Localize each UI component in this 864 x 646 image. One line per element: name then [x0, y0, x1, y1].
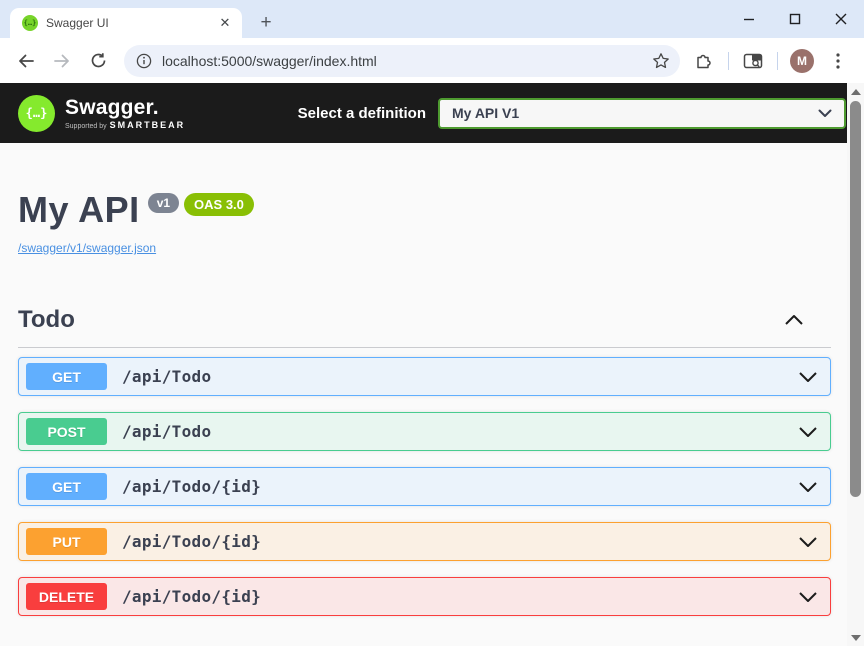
back-button[interactable]	[10, 45, 42, 77]
swagger-favicon-icon: {…}	[22, 15, 38, 31]
endpoint-row[interactable]: GET /api/Todo	[18, 357, 831, 396]
section-collapse-chevron-up-icon[interactable]	[779, 305, 809, 335]
extensions-icon[interactable]	[688, 45, 720, 77]
url-text[interactable]: localhost:5000/swagger/index.html	[162, 52, 377, 69]
select-definition-label: Select a definition	[297, 104, 426, 122]
expand-chevron-down-icon[interactable]	[798, 536, 818, 548]
operations-list: GET /api/Todo POST /api/Todo GET /api/To…	[18, 357, 831, 616]
expand-chevron-down-icon[interactable]	[798, 481, 818, 493]
endpoint-path: /api/Todo/{id}	[122, 587, 262, 606]
new-tab-button[interactable]: +	[260, 12, 272, 33]
definition-select[interactable]: My API V1	[438, 97, 846, 129]
browser-menu-icon[interactable]	[822, 45, 854, 77]
swagger-logo-icon: {…}	[18, 94, 55, 132]
search-tabs-icon[interactable]	[737, 45, 769, 77]
toolbar-separator	[728, 51, 729, 70]
browser-tab-active[interactable]: {…} Swagger UI ✕	[10, 8, 242, 38]
profile-avatar[interactable]: M	[790, 48, 814, 73]
site-info-icon[interactable]	[136, 53, 152, 69]
window-minimize-button[interactable]	[726, 0, 772, 38]
endpoint-path: /api/Todo/{id}	[122, 532, 262, 551]
endpoint-path: /api/Todo	[122, 367, 212, 386]
endpoint-row[interactable]: PUT /api/Todo/{id}	[18, 522, 831, 561]
tab-close-icon[interactable]: ✕	[219, 15, 231, 30]
section-title: Todo	[18, 306, 75, 333]
page-scrollbar[interactable]	[847, 83, 864, 646]
expand-chevron-down-icon[interactable]	[798, 371, 818, 383]
scrollbar-up-arrow[interactable]	[851, 89, 861, 95]
select-chevron-down-icon	[818, 109, 832, 117]
endpoint-path: /api/Todo/{id}	[122, 477, 262, 496]
endpoint-path: /api/Todo	[122, 422, 212, 441]
endpoint-row[interactable]: GET /api/Todo/{id}	[18, 467, 831, 506]
smartbear-label: SMARTBEAR	[109, 119, 186, 130]
address-bar[interactable]: localhost:5000/swagger/index.html	[124, 44, 680, 77]
oas-badge: OAS 3.0	[184, 193, 254, 216]
tab-title: Swagger UI	[46, 16, 109, 30]
definition-selected-value: My API V1	[452, 105, 520, 121]
browser-tab-strip: {…} Swagger UI ✕ +	[0, 0, 864, 38]
method-badge: GET	[26, 363, 107, 390]
endpoint-row[interactable]: DELETE /api/Todo/{id}	[18, 577, 831, 616]
method-badge: POST	[26, 418, 107, 445]
endpoint-row[interactable]: POST /api/Todo	[18, 412, 831, 451]
forward-button[interactable]	[46, 45, 78, 77]
method-badge: DELETE	[26, 583, 107, 610]
expand-chevron-down-icon[interactable]	[798, 426, 818, 438]
version-badge: v1	[147, 193, 180, 213]
section-header-todo[interactable]: Todo	[18, 305, 831, 348]
expand-chevron-down-icon[interactable]	[798, 591, 818, 603]
scrollbar-thumb[interactable]	[850, 101, 861, 497]
window-controls	[726, 0, 864, 38]
bookmark-star-icon[interactable]	[652, 52, 670, 70]
method-badge: PUT	[26, 528, 107, 555]
browser-toolbar: localhost:5000/swagger/index.html M	[0, 38, 864, 83]
reload-button[interactable]	[82, 45, 114, 77]
spec-json-link[interactable]: /swagger/v1/swagger.json	[18, 241, 157, 255]
toolbar-separator	[777, 51, 778, 70]
scrollbar-down-arrow[interactable]	[851, 635, 861, 641]
window-maximize-button[interactable]	[772, 0, 818, 38]
supported-by-label: Supported by	[65, 122, 107, 130]
swagger-content: My API v1 OAS 3.0 /swagger/v1/swagger.js…	[0, 143, 847, 646]
api-title: My API	[18, 189, 140, 230]
brand-name: Swagger.	[65, 95, 159, 119]
method-badge: GET	[26, 473, 107, 500]
window-close-button[interactable]	[818, 0, 864, 38]
